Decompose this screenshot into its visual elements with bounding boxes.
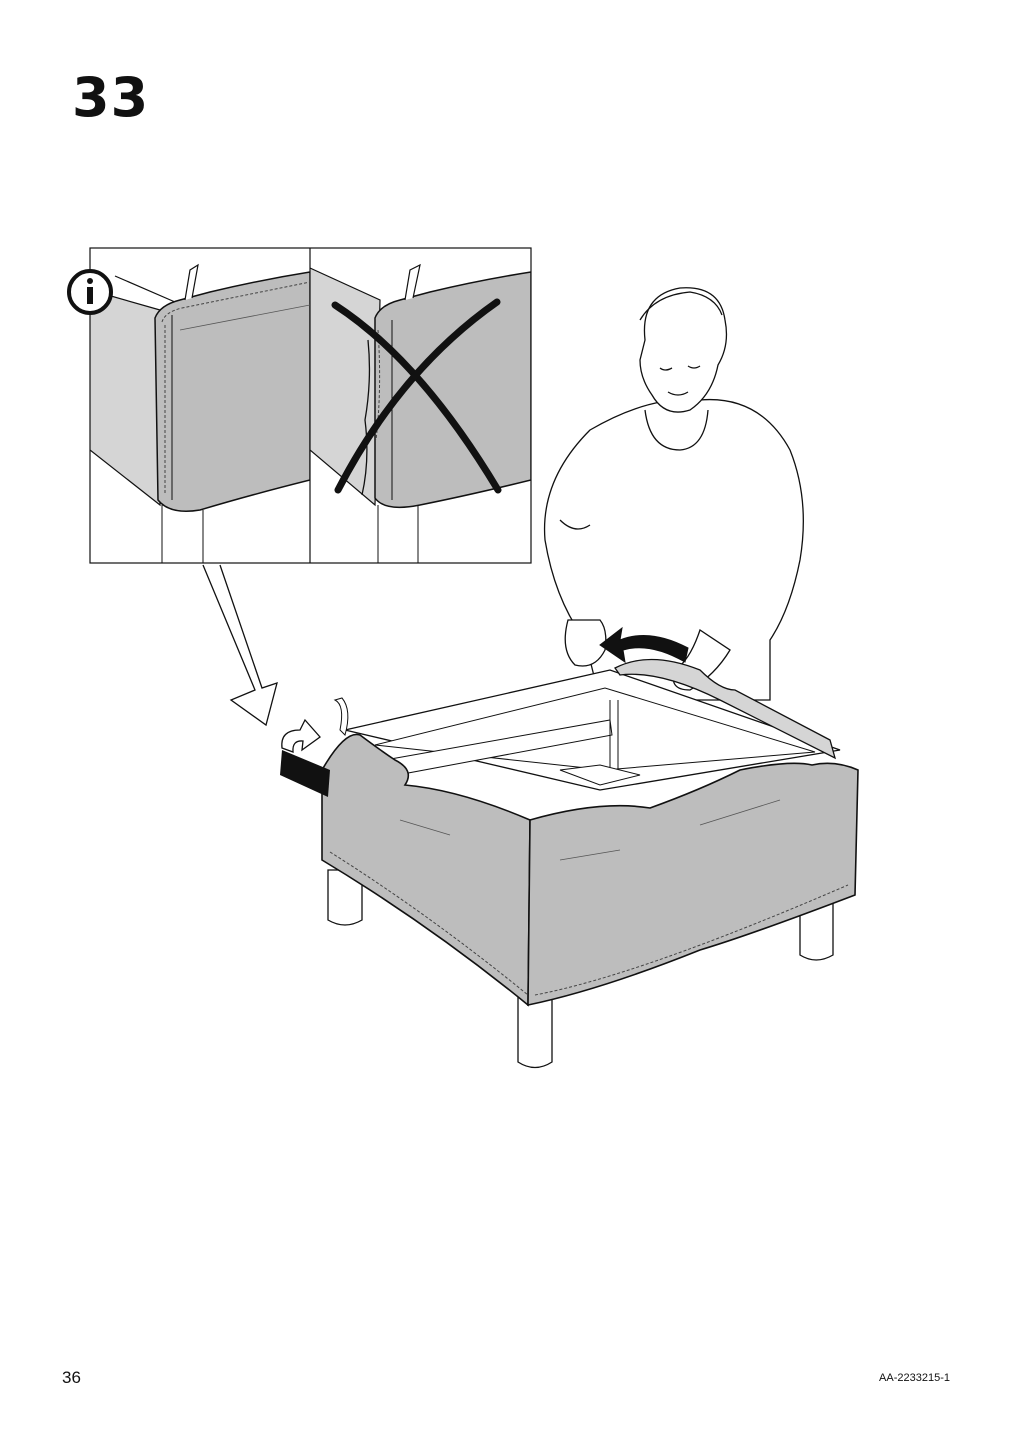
arrow-down-left-icon — [202, 564, 278, 727]
detail-inset — [89, 247, 532, 564]
document-code: AA-2233215-1 — [879, 1372, 950, 1384]
detail-incorrect-panel — [310, 263, 531, 563]
ottoman — [321, 658, 859, 1069]
person-figure — [543, 287, 804, 701]
ottoman-legs — [327, 869, 834, 1069]
fold-over-arrow-icon — [280, 718, 330, 797]
page-number: 36 — [62, 1368, 81, 1387]
step-number: 33 — [72, 66, 150, 129]
info-icon — [67, 269, 113, 315]
detail-correct-panel — [90, 263, 310, 563]
curved-arrow-left-icon — [599, 626, 689, 664]
x-mark-icon — [331, 301, 502, 494]
